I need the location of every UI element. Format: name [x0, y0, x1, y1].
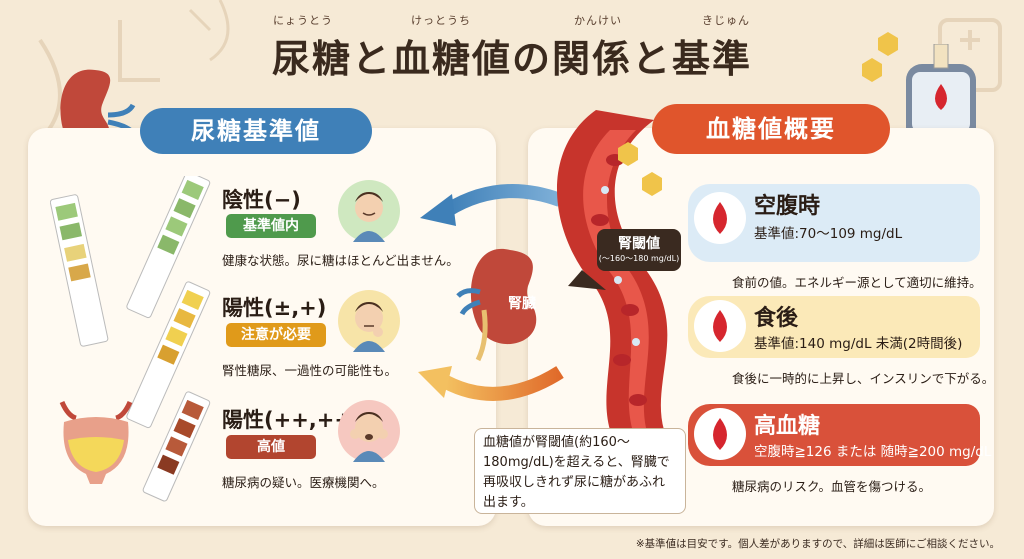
postprandial-title: 食後 — [754, 306, 799, 331]
fasting-title: 空腹時 — [754, 194, 821, 219]
level-high-badge: 高値 — [226, 435, 316, 459]
glucose-flow-illustration — [418, 110, 668, 430]
thinking-face-avatar — [338, 290, 400, 352]
blood-drop-icon — [694, 408, 746, 460]
page-title: 尿糖と血糖値の関係と基準 — [271, 37, 752, 81]
hyperglycemia-card: 高血糖 空腹時≧126 または 随時≧200 mg/dL — [688, 404, 991, 466]
postprandial-standard: 基準値:140 mg/dL 未満(2時間後) — [754, 336, 963, 352]
level-positive-desc: 腎性糖尿、一過性の可能性も。 — [222, 363, 398, 378]
level-positive-title: 陽性(±,+) — [222, 296, 327, 320]
level-negative-desc: 健康な状態。尿に糖はほとんど出ません。 — [222, 253, 459, 268]
threshold-explanation: 血糖値が腎閾値(約160〜180mg/dL)を超えると、腎臓で再吸収しきれず尿に… — [474, 428, 686, 514]
calm-face-avatar — [338, 180, 400, 242]
postprandial-desc: 食後に一時的に上昇し、インスリンで下がる。 — [732, 371, 995, 386]
hyperglycemia-standard: 空腹時≧126 または 随時≧200 mg/dL — [754, 444, 992, 460]
blood-drop-icon — [694, 192, 746, 244]
fasting-card: 空腹時 基準値:70〜109 mg/dL — [688, 184, 980, 262]
level-positive-badge: 注意が必要 — [226, 323, 326, 347]
renal-threshold-label: 腎閾値 (〜160〜180 mg/dL) — [597, 229, 681, 271]
level-high-desc: 糖尿病の疑い。医療機関へ。 — [222, 475, 385, 490]
level-negative-badge: 基準値内 — [226, 214, 316, 238]
urine-glucose-header: 尿糖基準値 — [140, 108, 372, 154]
glucose-molecule-icon — [862, 32, 898, 82]
title-ruby-kijun: きじゅん — [702, 14, 750, 27]
hyperglycemia-title: 高血糖 — [754, 414, 821, 439]
footnote: ※基準値は目安です。個人差がありますので、詳細は医師にご相談ください。 — [635, 538, 1000, 550]
blood-drop-icon — [694, 300, 746, 352]
blood-glucose-header: 血糖値概要 — [652, 104, 890, 154]
title-ruby-kankei: かんけい — [574, 14, 622, 27]
fasting-desc: 食前の値。エネルギー源として適切に維持。 — [732, 275, 982, 290]
hyperglycemia-desc: 糖尿病のリスク。血管を傷つける。 — [732, 479, 932, 494]
bladder-icon — [59, 400, 133, 484]
postprandial-card: 食後 基準値:140 mg/dL 未満(2時間後) — [688, 296, 980, 358]
kidney-label: 腎臓 — [508, 296, 536, 312]
renal-threshold-range: (〜160〜180 mg/dL) — [598, 254, 680, 263]
renal-threshold-title: 腎閾値 — [618, 236, 660, 252]
test-strip-illustration — [50, 176, 211, 502]
worried-face-avatar — [338, 400, 400, 462]
title-ruby-kettouchi: けっとうち — [411, 14, 471, 27]
fasting-standard: 基準値:70〜109 mg/dL — [754, 226, 903, 242]
level-negative-title: 陰性(−) — [222, 188, 301, 212]
title-ruby-nyoutou: にょうとう — [273, 14, 333, 27]
